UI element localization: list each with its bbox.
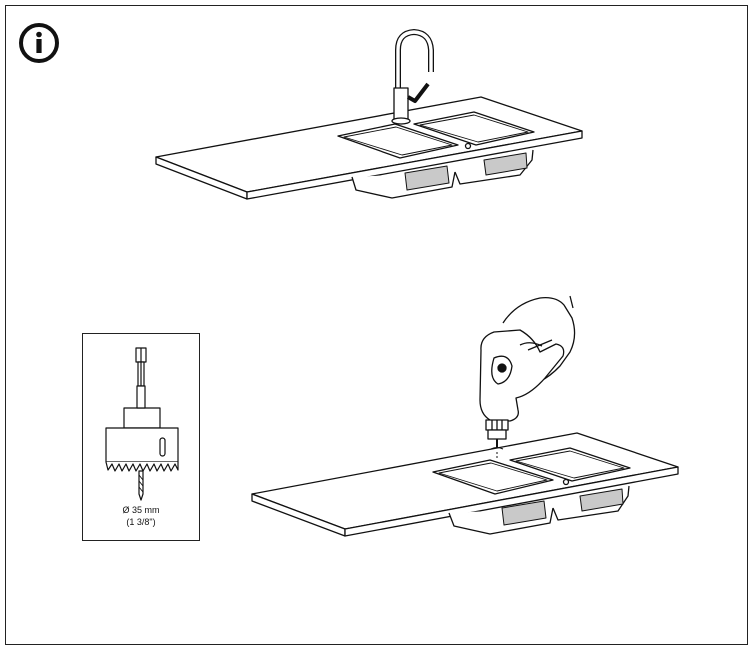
- info-icon: [19, 23, 59, 63]
- hole-diameter-metric: Ø 35 mm: [122, 505, 160, 515]
- hole-saw-icon: [105, 347, 179, 501]
- instruction-frame: [5, 5, 748, 645]
- hole-diameter-imperial: (1 3/8"): [126, 517, 156, 527]
- hole-saw-inset: Ø 35 mm (1 3/8"): [82, 333, 200, 541]
